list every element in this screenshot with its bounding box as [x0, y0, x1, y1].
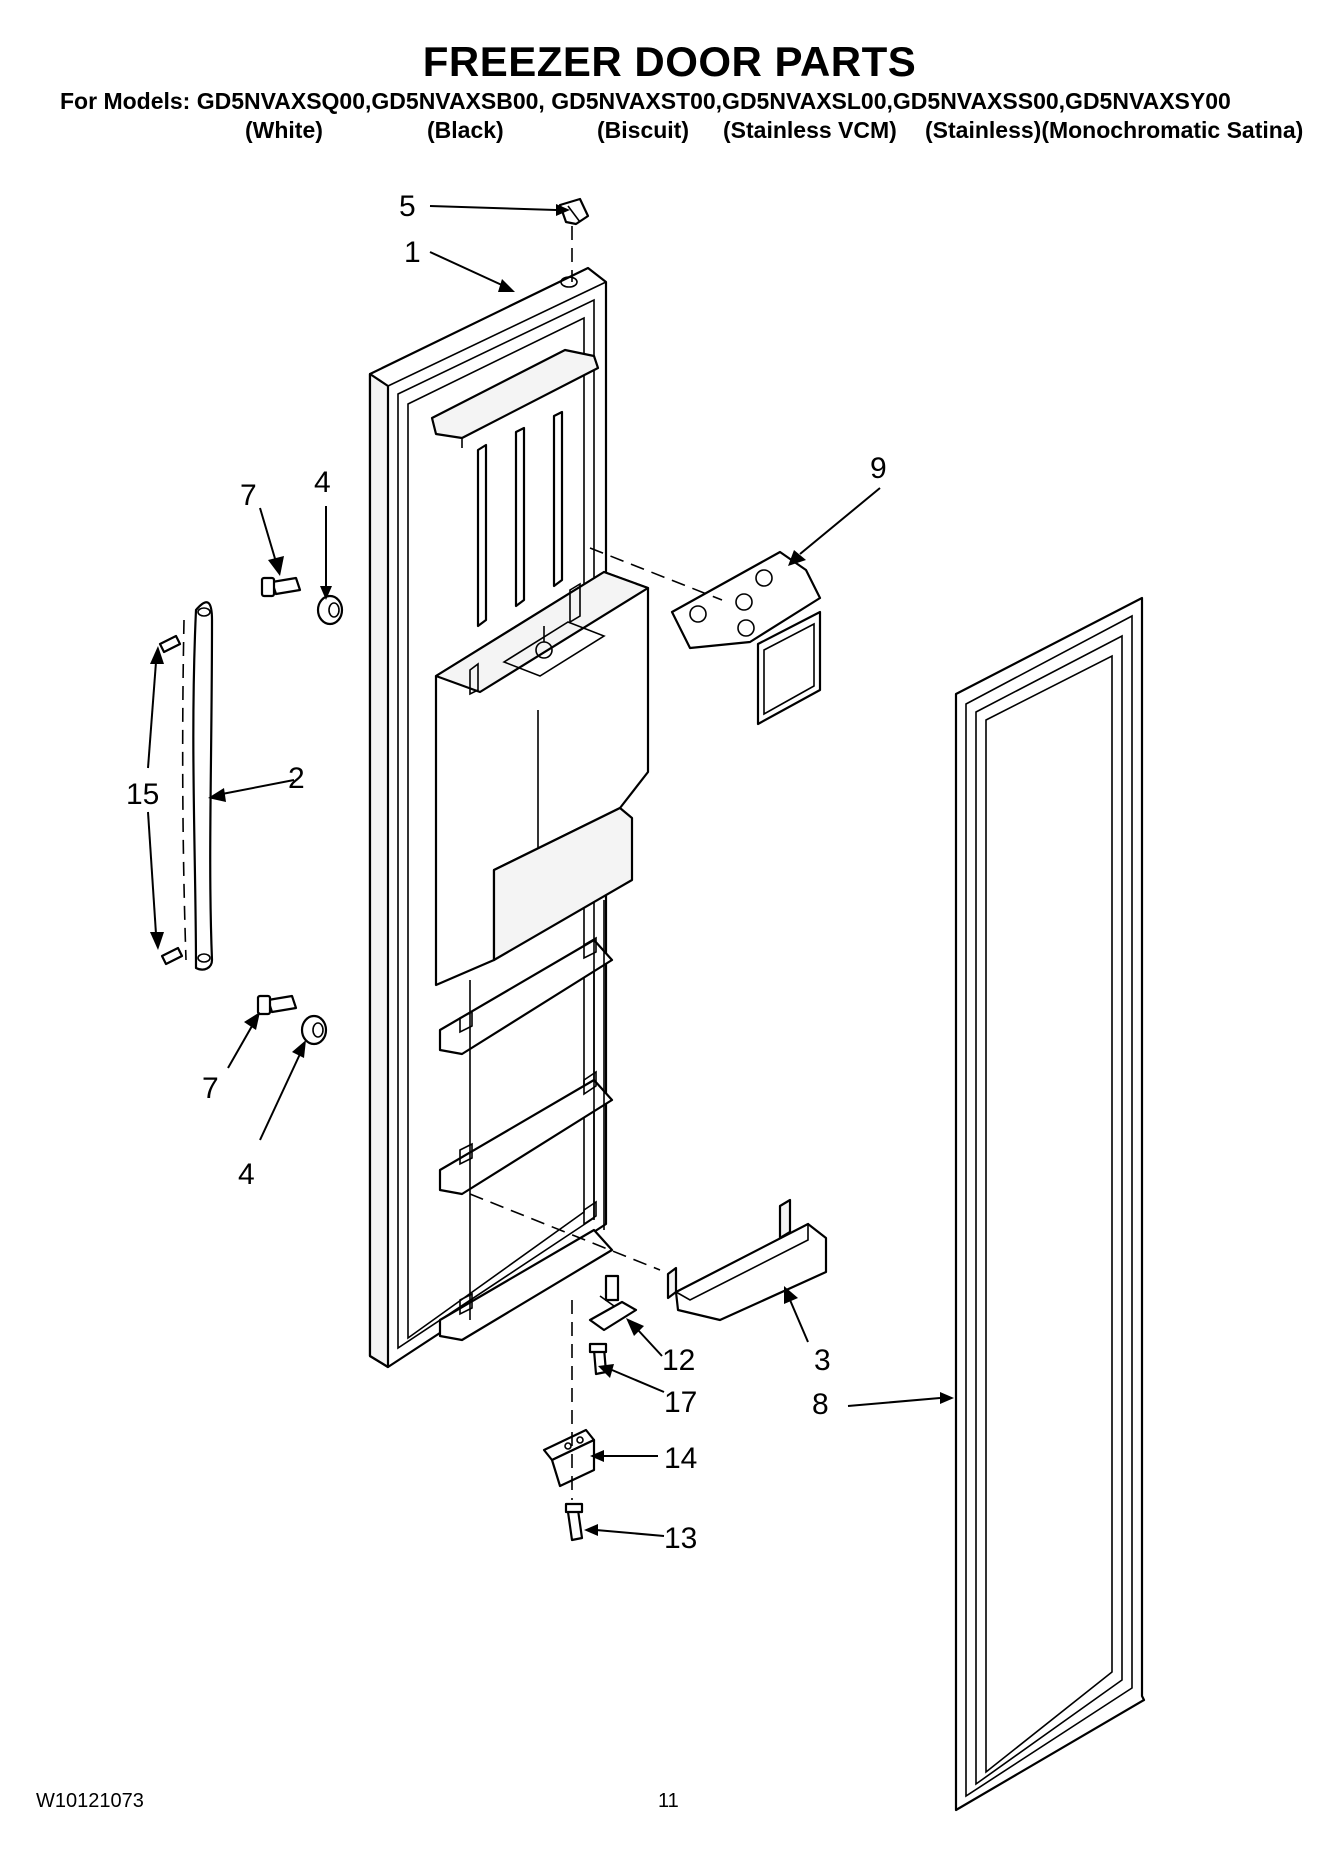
part-3-door-bin [469, 1193, 828, 1322]
callout-9: 9 [870, 452, 887, 485]
part-9-plate [589, 547, 822, 726]
part-14-hinge-bracket [542, 1428, 596, 1488]
page-title: FREEZER DOOR PARTS [422, 38, 917, 85]
callout-8: 8 [812, 1388, 829, 1421]
part-12-hinge-pin [588, 1274, 638, 1332]
part-7-screw-lower [256, 994, 298, 1016]
part-15-studs [158, 634, 184, 966]
variant-white: (White) [245, 117, 323, 143]
variant-stainless-vcm: (Stainless VCM) [723, 117, 897, 143]
variant-black: (Black) [427, 117, 504, 143]
callout-14: 14 [664, 1442, 697, 1475]
variant-stainless-satina: (Stainless)(Monochromatic Satina) [925, 117, 1304, 143]
models-line: For Models: GD5NVAXSQ00,GD5NVAXSB00, GD5… [60, 88, 1231, 114]
callout-2: 2 [288, 762, 305, 795]
callout-1: 1 [404, 236, 421, 269]
part-7-screw-upper [260, 576, 302, 598]
callout-3: 3 [814, 1344, 831, 1377]
page-number: 11 [658, 1790, 679, 1812]
leader-lines [147, 204, 954, 1537]
variant-biscuit: (Biscuit) [597, 117, 689, 143]
part-5-screw [558, 197, 590, 288]
callout-7-upper: 7 [240, 479, 257, 512]
part-4-spacer-upper [316, 594, 344, 626]
callout-4-lower: 4 [238, 1158, 255, 1191]
part-8-gasket [954, 596, 1146, 1812]
callout-7-lower: 7 [202, 1072, 219, 1105]
part-2-handle [181, 601, 214, 971]
callout-12: 12 [662, 1344, 695, 1377]
callout-5: 5 [399, 190, 416, 223]
door-liner [368, 266, 650, 1369]
part-13-screw [564, 1502, 584, 1542]
callout-15: 15 [126, 778, 159, 811]
callout-17: 17 [664, 1386, 697, 1419]
callout-13: 13 [664, 1522, 697, 1555]
part-4-spacer-lower [300, 1014, 328, 1046]
doc-number: W10121073 [36, 1790, 144, 1812]
callout-4-upper: 4 [314, 466, 331, 499]
